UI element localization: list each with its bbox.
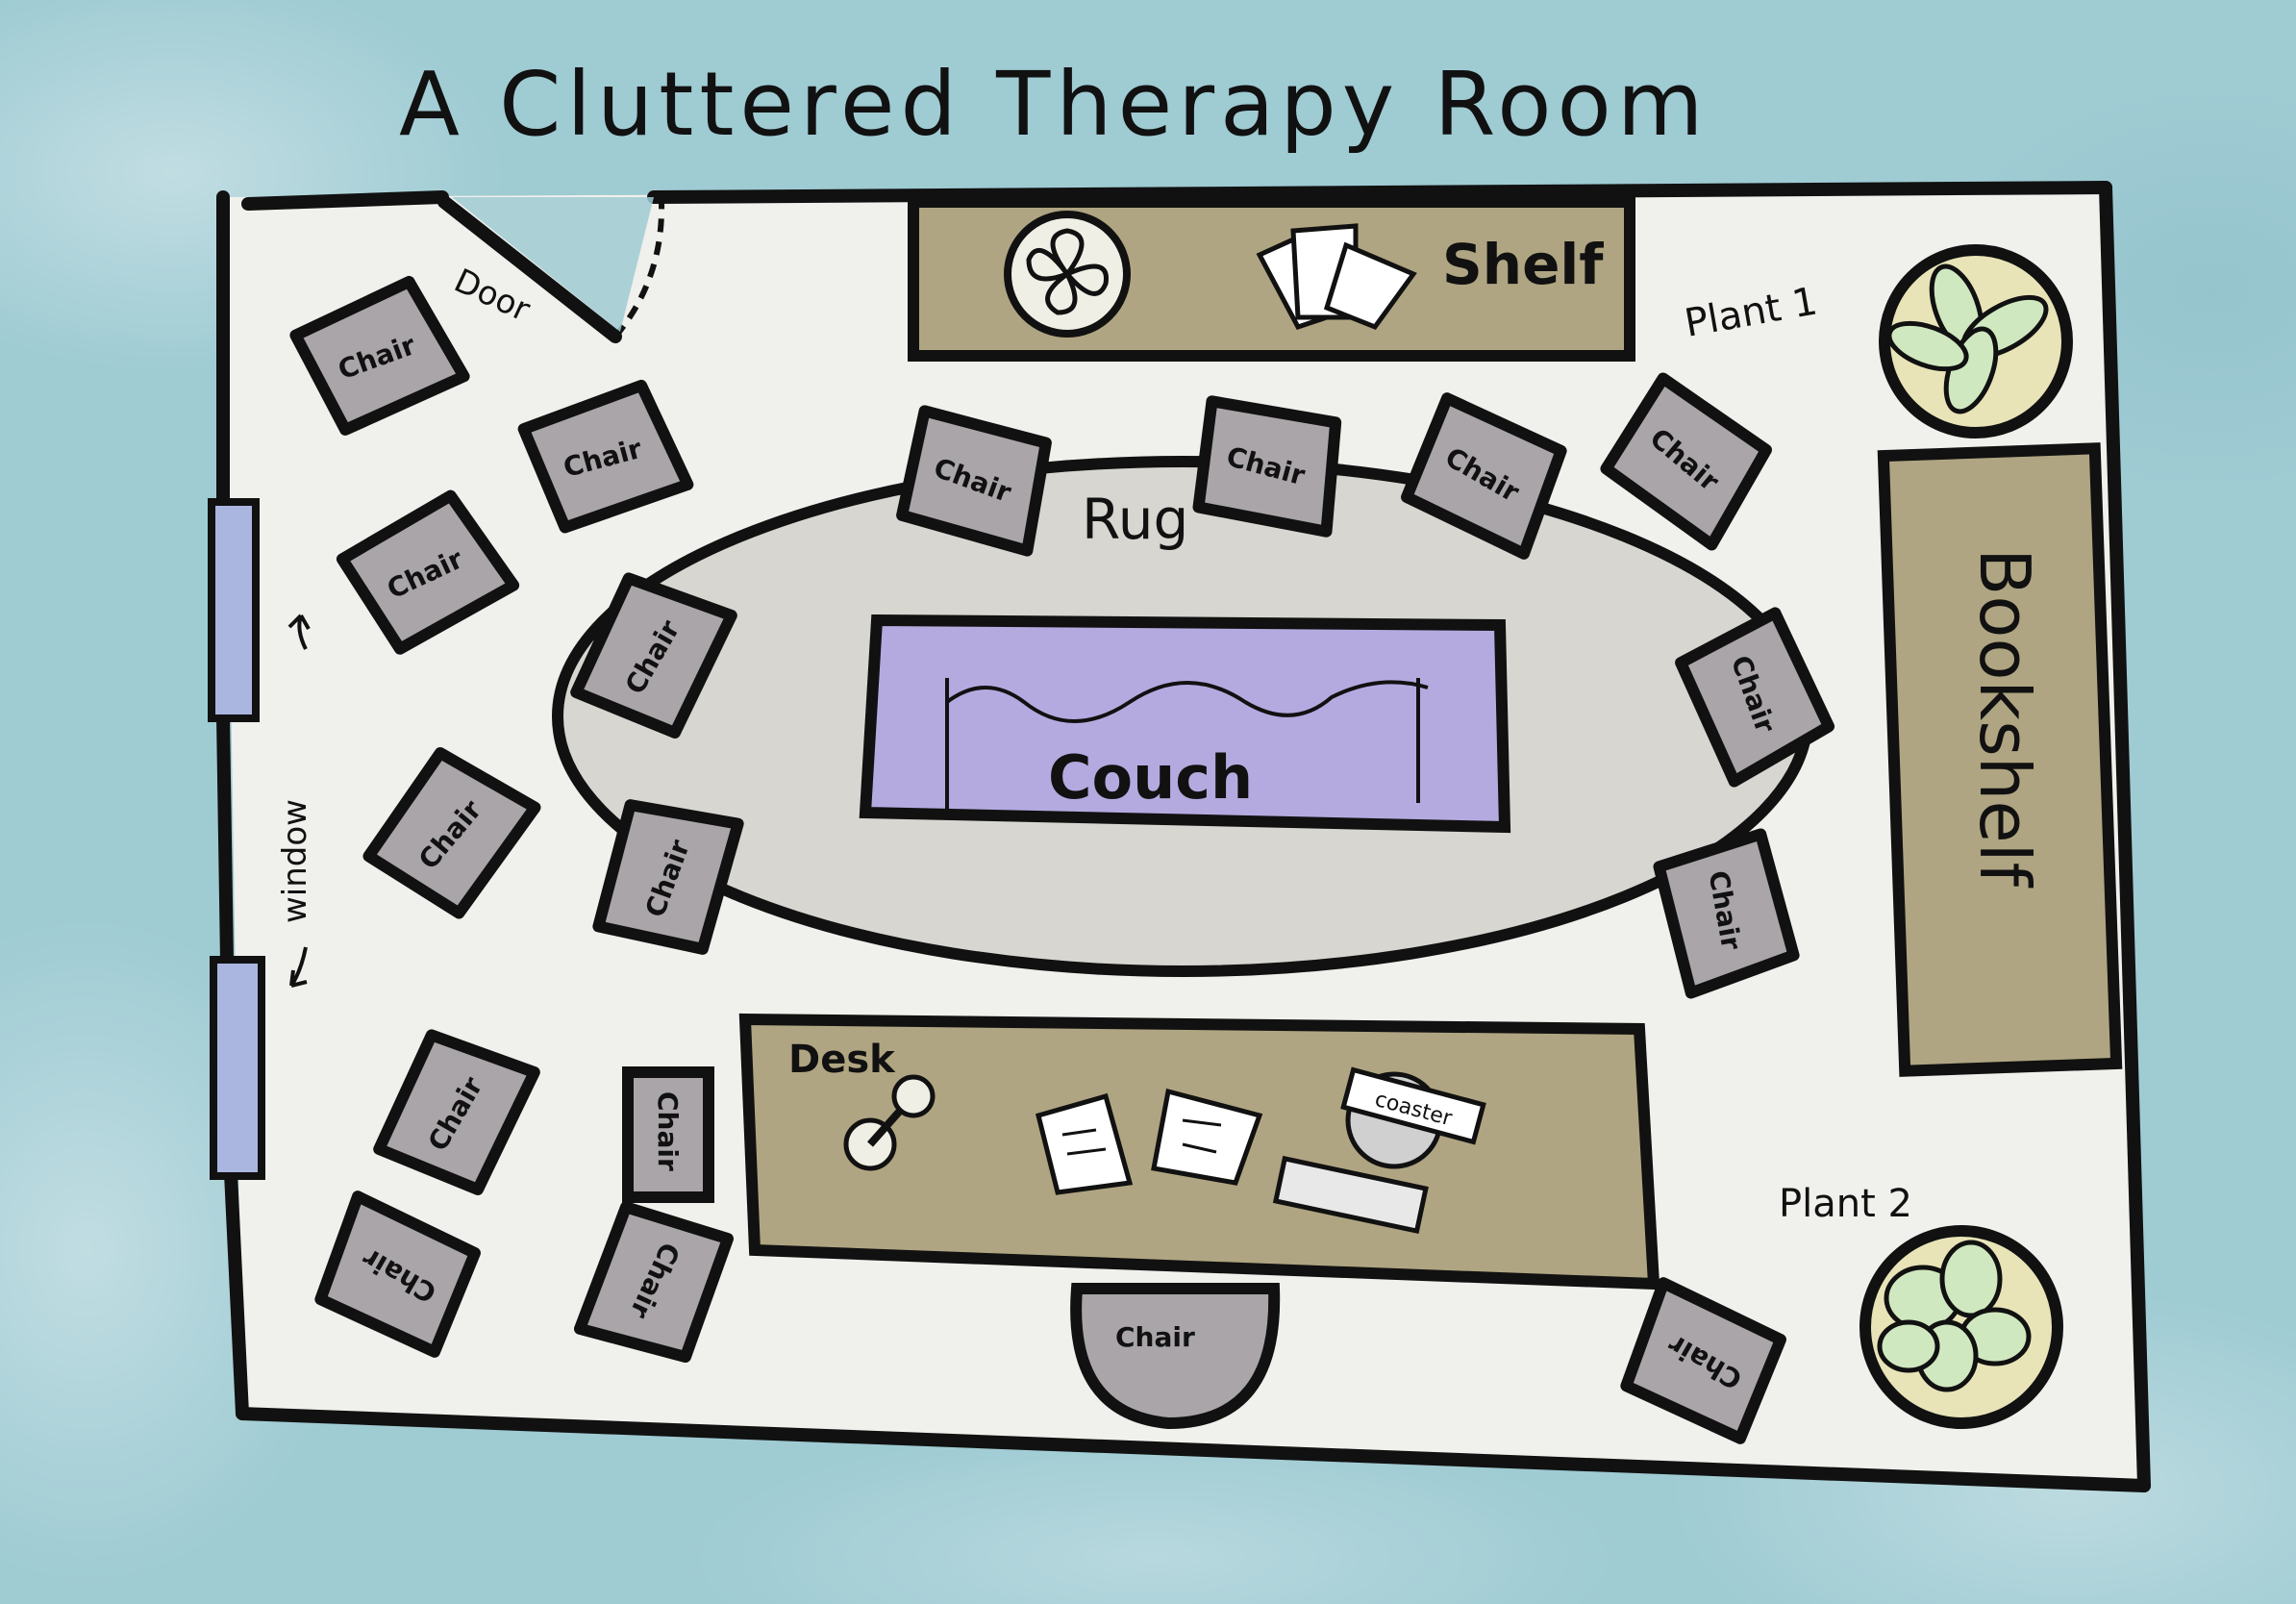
chair-7: Chair	[1595, 369, 1781, 552]
chair-label: Chair	[1115, 1321, 1195, 1353]
chair-5: Chair	[1185, 390, 1354, 541]
plant2-leaves-icon	[1877, 1240, 2032, 1392]
chair-desk: Chair	[1070, 1283, 1281, 1430]
chair-6: Chair	[1394, 388, 1578, 563]
desk-label: Desk	[788, 1038, 896, 1082]
plant2-label: Plant 2	[1779, 1182, 1912, 1226]
plant1-leaves-icon	[1886, 263, 2049, 414]
page-title: A Cluttered Therapy Room	[399, 53, 1709, 156]
chair-8: Chair	[566, 562, 740, 745]
window-arrow-up	[287, 614, 311, 650]
chair-3: Chair	[337, 488, 518, 655]
chair-12: Chair	[1657, 832, 1797, 994]
chair-15: Chair	[304, 1189, 487, 1363]
window-label: window	[276, 799, 314, 923]
chair-label: Chair	[652, 1091, 684, 1171]
door	[437, 195, 665, 343]
chair-17: Chair	[1610, 1275, 1793, 1449]
room-walls	[216, 181, 2151, 1492]
chair-10: Chair	[587, 787, 747, 963]
window-arrow-down	[289, 946, 308, 988]
chair-13: Chair	[369, 1018, 543, 1202]
bookshelf-label: Bookshelf	[1964, 548, 2045, 889]
bookshelf	[1877, 442, 2123, 1077]
chair-16: Chair	[571, 1194, 738, 1375]
desk-papers-icon	[1035, 1088, 1263, 1195]
shelf-papers-icon	[1256, 223, 1417, 331]
chair-11: Chair	[1676, 609, 1835, 785]
chair-2: Chair	[521, 381, 690, 532]
shelf-flower-icon	[1026, 228, 1109, 315]
window-bottom	[210, 956, 265, 1180]
desk-lamp-icon	[843, 1074, 936, 1171]
shelf-label: Shelf	[1442, 232, 1604, 297]
window-top	[208, 498, 260, 722]
couch-label: Couch	[1048, 742, 1253, 813]
chair-1: Chair	[291, 275, 467, 435]
couch-cushion-lines	[945, 678, 1429, 813]
couch	[859, 614, 1511, 834]
chair-14: Chair	[622, 1066, 714, 1203]
desk-keyboard-icon	[1272, 1155, 1429, 1235]
desk-coaster-icon: coaster	[1340, 1066, 1486, 1169]
chair-9: Chair	[360, 739, 542, 924]
rug-label: Rug	[1082, 487, 1188, 552]
chair-4: Chair	[888, 400, 1064, 560]
